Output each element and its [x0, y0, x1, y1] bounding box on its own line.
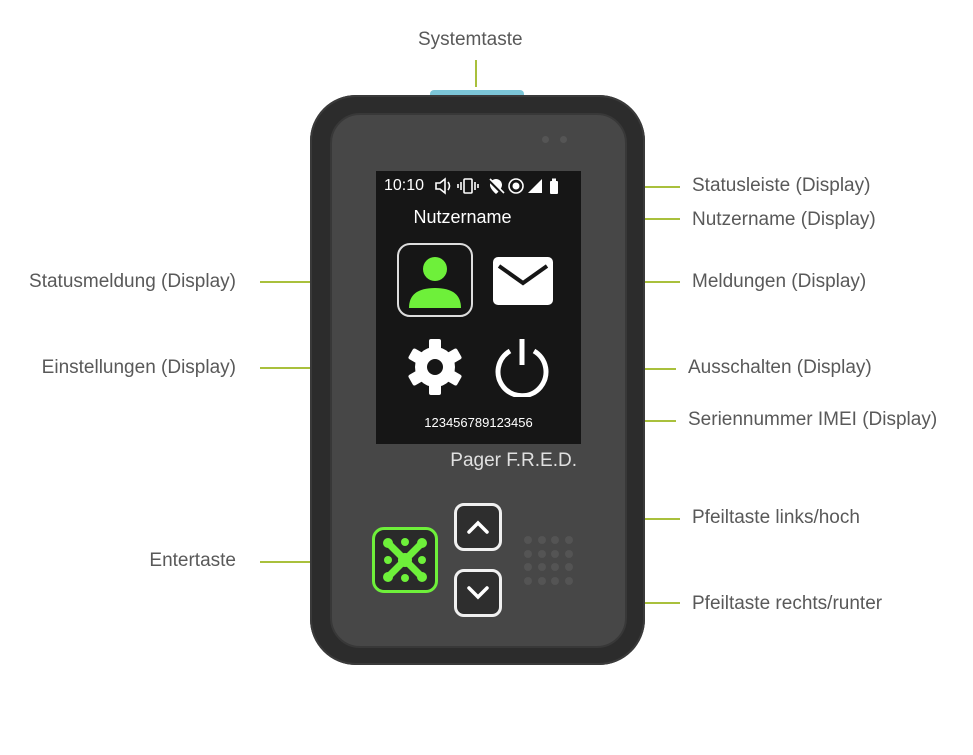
speaker-hole [524, 536, 532, 544]
battery-icon [550, 178, 558, 194]
label-arrow-down: Pfeiltaste rechts/runter [692, 593, 883, 614]
label-status-bar: Statusleiste (Display) [692, 175, 871, 196]
label-enter: Entertaste [149, 550, 236, 571]
status-icons [435, 177, 558, 195]
mail-icon[interactable] [493, 257, 553, 305]
chevron-up-icon [467, 520, 489, 534]
screen-username: Nutzername [413, 207, 512, 227]
vibrate-icon [457, 178, 479, 194]
speaker-hole [551, 536, 559, 544]
sensor-dot [560, 136, 567, 143]
sensor-dot [542, 136, 549, 143]
speaker-hole [564, 576, 573, 585]
arrow-down-button[interactable] [454, 569, 502, 617]
leader-line [260, 561, 357, 563]
speaker-hole [564, 563, 573, 571]
speaker-hole [537, 563, 546, 571]
label-messages: Meldungen (Display) [692, 271, 867, 292]
display-screen: 10:10 Nutzername 123456789123456 [376, 171, 581, 444]
label-power-off: Ausschalten (Display) [688, 357, 872, 378]
system-key-button[interactable] [430, 90, 524, 98]
label-system-key: Systemtaste [418, 29, 523, 50]
enter-key-button[interactable] [372, 527, 438, 593]
speaker-grille [524, 536, 580, 592]
gear-icon[interactable] [406, 338, 464, 396]
label-arrow-up: Pfeiltaste links/hoch [692, 507, 860, 528]
speaker-hole [537, 549, 546, 558]
arrow-up-button[interactable] [454, 503, 502, 551]
person-icon [409, 257, 461, 308]
leader-line [475, 60, 477, 87]
label-username: Nutzername (Display) [692, 209, 876, 230]
speaker-hole [551, 549, 559, 558]
speaker-hole [524, 576, 532, 585]
screen-imei: 123456789123456 [424, 415, 533, 430]
speaker-hole [551, 576, 559, 585]
label-serial: Seriennummer IMEI (Display) [688, 409, 938, 430]
location-off-icon [487, 178, 505, 195]
label-settings: Einstellungen (Display) [41, 357, 236, 378]
brand-label: Pager F.R.E.D. [450, 450, 577, 471]
speaker-hole [564, 549, 573, 558]
chevron-down-icon [467, 586, 489, 600]
speaker-icon [435, 177, 451, 195]
power-icon[interactable] [492, 337, 552, 397]
pattern-icon [383, 538, 427, 582]
status-message-tile[interactable] [397, 243, 473, 317]
speaker-hole [564, 536, 573, 544]
speaker-hole [537, 576, 546, 585]
speaker-hole [537, 536, 546, 544]
speaker-hole [524, 563, 532, 571]
leader-line [260, 281, 357, 283]
leader-line [260, 367, 357, 369]
label-status-message: Statusmeldung (Display) [29, 271, 236, 292]
speaker-hole [524, 549, 532, 558]
record-icon [508, 178, 524, 194]
signal-icon [528, 179, 542, 193]
status-time: 10:10 [384, 177, 425, 194]
speaker-hole [551, 563, 559, 571]
